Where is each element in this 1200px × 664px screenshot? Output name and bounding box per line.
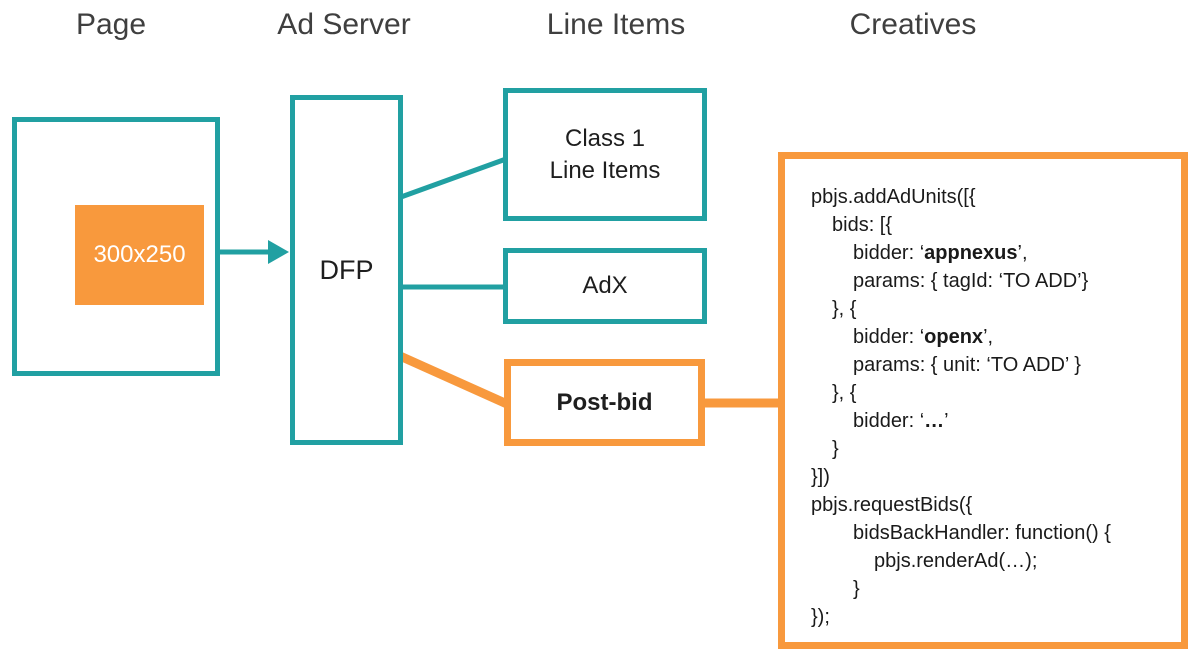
prebid-code-snippet: pbjs.addAdUnits([{ bids: [{ bidder: ‘appne… bbox=[785, 159, 1181, 631]
code-line: } bbox=[853, 578, 860, 600]
postbid-label: Post-bid bbox=[556, 388, 653, 416]
dfp-box: DFP bbox=[290, 95, 403, 445]
ad-slot-300x250: 300x250 bbox=[75, 205, 204, 305]
column-header-creatives: Creatives bbox=[849, 8, 977, 41]
code-line: bidder: ‘openx’, bbox=[853, 326, 994, 348]
column-header-line-items: Line Items bbox=[546, 8, 686, 41]
code-line: }); bbox=[811, 606, 830, 628]
code-line: bidder: ‘…’ bbox=[853, 410, 949, 432]
class1-label-line2: Line Items bbox=[549, 156, 661, 184]
code-line: }, { bbox=[832, 382, 857, 404]
code-line: bidsBackHandler: function() { bbox=[853, 522, 1111, 544]
postbid-box: Post-bid bbox=[504, 359, 705, 446]
code-line: pbjs.addAdUnits([{ bbox=[811, 186, 976, 208]
creatives-code-box: pbjs.addAdUnits([{ bids: [{ bidder: ‘appne… bbox=[778, 152, 1188, 649]
connector-dfp-to-class1 bbox=[400, 156, 507, 200]
code-line: bidder: ‘appnexus’, bbox=[853, 242, 1028, 264]
class1-label-line1: Class 1 bbox=[564, 124, 646, 152]
column-header-ad-server: Ad Server bbox=[277, 8, 411, 41]
adx-box: AdX bbox=[503, 248, 707, 324]
dfp-label: DFP bbox=[319, 254, 374, 285]
code-line: }]) bbox=[811, 466, 830, 488]
code-line: bids: [{ bbox=[832, 214, 893, 236]
adx-label: AdX bbox=[582, 272, 628, 299]
column-header-page: Page bbox=[75, 8, 147, 41]
page-box: 300x250 bbox=[12, 117, 220, 376]
class1-label: Class 1 Line Items bbox=[550, 123, 661, 187]
ad-slot-label: 300x250 bbox=[93, 241, 186, 268]
code-line: pbjs.renderAd(…); bbox=[874, 550, 1038, 572]
code-line: pbjs.requestBids({ bbox=[811, 494, 973, 516]
code-line: params: { unit: ‘TO ADD’ } bbox=[853, 354, 1081, 376]
class1-line-items-box: Class 1 Line Items bbox=[503, 88, 707, 221]
code-line: } bbox=[832, 438, 839, 460]
code-line: params: { tagId: ‘TO ADD’} bbox=[853, 270, 1089, 292]
code-line: }, { bbox=[832, 298, 857, 320]
arrowhead-to-dfp-icon bbox=[268, 240, 289, 264]
connector-dfp-to-postbid bbox=[398, 351, 509, 409]
